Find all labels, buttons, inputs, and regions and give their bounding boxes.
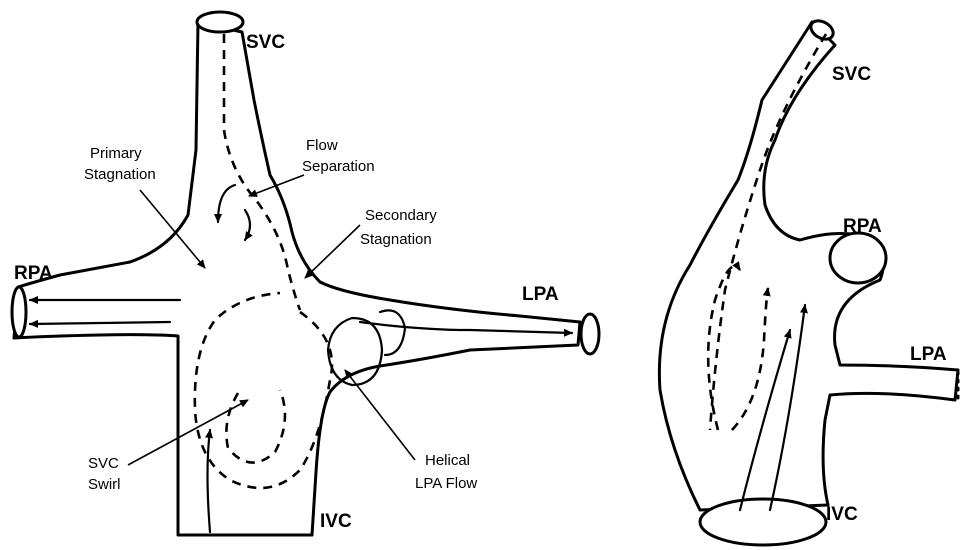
right-rpa-opening (830, 233, 886, 283)
flow-separation-label-2: Separation (302, 158, 375, 175)
svc-swirl-label-2: Swirl (88, 476, 121, 493)
left-svc-label: SVC (246, 32, 285, 53)
right-rpa-label: RPA (843, 216, 882, 237)
secondary-stagnation-label-1: Secondary (365, 207, 437, 224)
helical-lpa-leader (345, 370, 415, 460)
svc-opening (197, 12, 243, 32)
helical-lpa-label-1: Helical (425, 452, 470, 469)
primary-stagnation-label-2: Stagnation (84, 166, 156, 183)
right-svc-label: SVC (832, 64, 871, 85)
helical-lpa-label-2: LPA Flow (415, 475, 477, 492)
left-lpa-label: LPA (522, 284, 559, 305)
left-rpa-label: RPA (14, 263, 53, 284)
left-view: SVC RPA LPA IVC Primary Stagnation Flow … (12, 12, 599, 535)
right-view: SVC RPA LPA IVC (659, 17, 958, 545)
lpa-opening (581, 314, 599, 354)
right-vessel-outline (659, 22, 958, 510)
rpa-opening (12, 287, 26, 337)
secondary-stagnation-leader (305, 225, 360, 278)
right-ivc-label: IVC (826, 504, 858, 525)
right-lpa-label: LPA (910, 344, 947, 365)
svc-swirl-label-1: SVC (88, 455, 119, 472)
right-ivc-opening (700, 499, 826, 545)
left-ivc-label: IVC (320, 511, 352, 532)
flow-separation-label-1: Flow (306, 137, 338, 154)
primary-stagnation-label-1: Primary (90, 145, 142, 162)
secondary-stagnation-label-2: Stagnation (360, 231, 432, 248)
